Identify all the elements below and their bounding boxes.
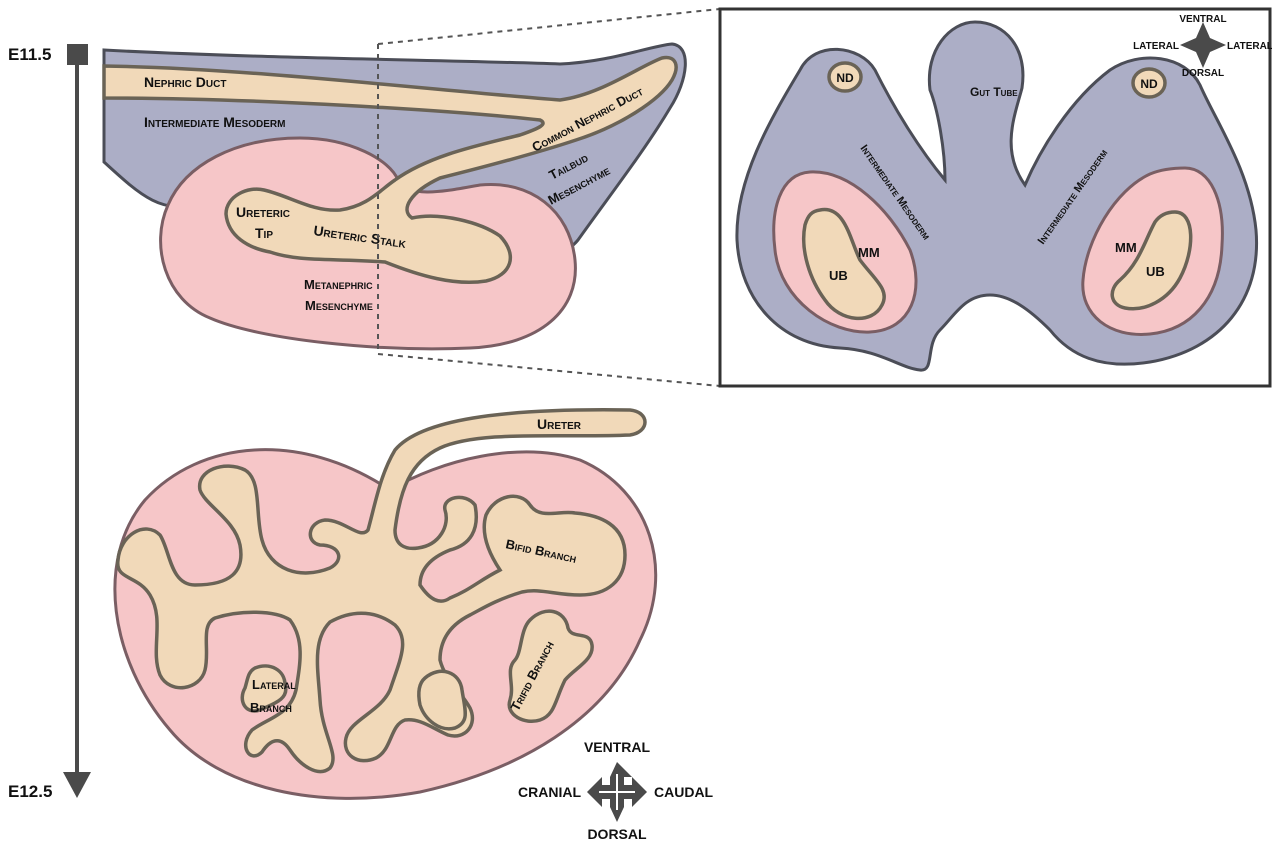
timeline-end-label: E12.5 — [8, 782, 52, 801]
ureteric-tip-label-1: Ureteric — [236, 204, 290, 220]
bottom-diagram: Ureter Bifid Branch Trifid Branch Latera… — [115, 410, 656, 799]
timeline: E11.5 E12.5 — [8, 44, 91, 801]
gut-tube-label: Gut Tube — [970, 85, 1018, 99]
compass-ventral-label-bottom: VENTRAL — [584, 739, 651, 755]
timeline-start-marker — [67, 44, 88, 65]
nd-right-label: ND — [1140, 77, 1158, 91]
ureteric-tip-label-2: Tip — [255, 225, 273, 241]
compass-lateral-left-label: LATERAL — [1133, 41, 1179, 52]
compass-dorsal-label-bottom: DORSAL — [587, 826, 647, 842]
timeline-start-label: E11.5 — [8, 45, 52, 64]
ub-left-label: UB — [829, 268, 848, 283]
compass-caudal-label: CAUDAL — [654, 784, 714, 800]
lateral-branch-label-2: Branch — [250, 700, 292, 715]
ub-right-label: UB — [1146, 264, 1165, 279]
compass-ventral-label: VENTRAL — [1179, 14, 1226, 25]
mm-right-label: MM — [1115, 240, 1137, 255]
lateral-branch-label-1: Lateral — [252, 677, 296, 692]
compass-cranial-label: CRANIAL — [518, 784, 581, 800]
cross-section-panel: ND ND Gut Tube Intermediate Mesoderm Int… — [720, 9, 1272, 386]
compass-dorsal-label: DORSAL — [1182, 68, 1224, 79]
nephric-duct-label: Nephric Duct — [144, 74, 226, 90]
metanephric-mesenchyme-label-1: Metanephric — [304, 277, 373, 292]
bottom-compass: VENTRAL DORSAL CRANIAL CAUDAL — [518, 739, 714, 842]
ureter-label: Ureter — [537, 416, 582, 432]
nd-left-label: ND — [836, 71, 854, 85]
metanephric-mesenchyme-label-2: Mesenchyme — [305, 298, 373, 313]
top-diagram: Nephric Duct Intermediate Mesoderm Commo… — [104, 44, 685, 349]
intermediate-mesoderm-label: Intermediate Mesoderm — [144, 114, 285, 130]
timeline-arrowhead — [63, 772, 91, 798]
mm-left-label: MM — [858, 245, 880, 260]
compass-lateral-right-label: LATERAL — [1227, 41, 1272, 52]
